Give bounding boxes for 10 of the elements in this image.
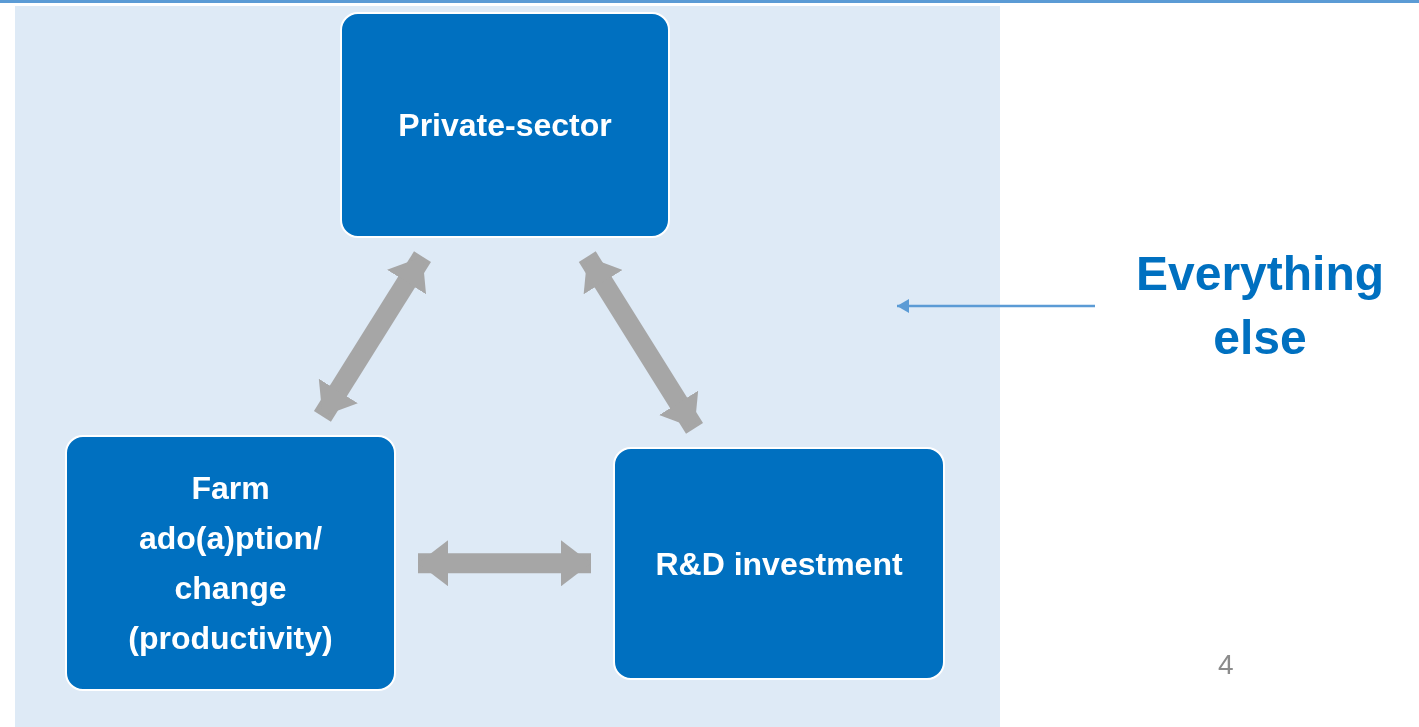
arrow: [897, 299, 1095, 313]
process-box: Farm ado(a)ption/ change (productivity): [65, 435, 396, 691]
process-box: R&D investment: [613, 447, 945, 680]
callout-text: Everything else: [1105, 240, 1415, 372]
double-arrow: [578, 251, 704, 434]
double-arrow: [418, 540, 591, 587]
page-number: 4: [1218, 648, 1234, 682]
double-arrow: [313, 251, 431, 422]
process-box: Private-sector: [340, 12, 670, 238]
background-panel: [15, 6, 1000, 727]
